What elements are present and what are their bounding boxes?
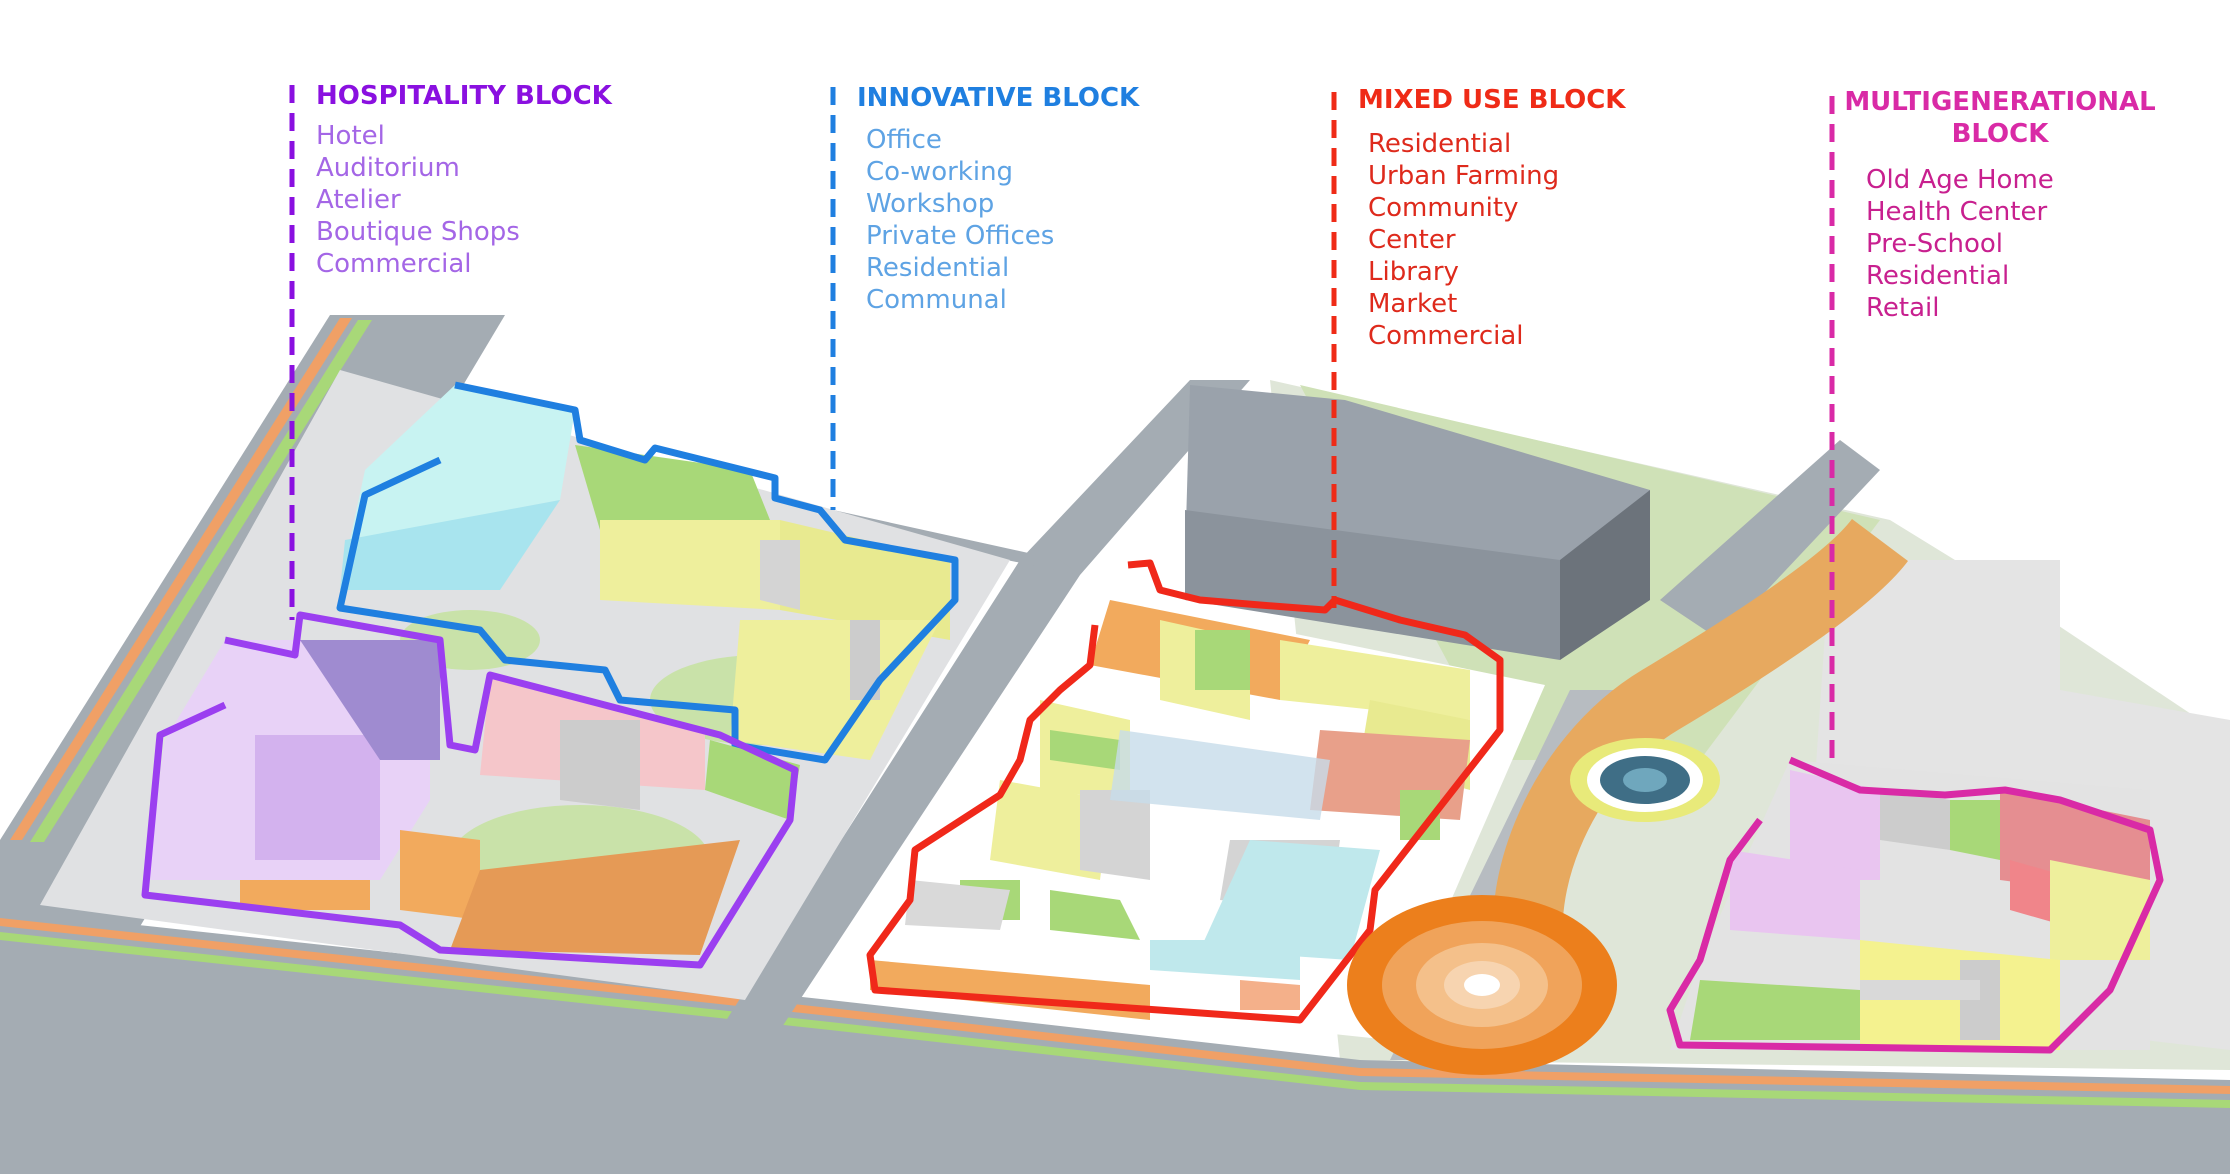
hospitality-label: HOSPITALITY BLOCK Hotel Auditorium Ateli… <box>316 80 612 280</box>
hospitality-item: Auditorium <box>316 153 460 183</box>
innovative-item: Office <box>866 125 942 155</box>
innovative-item: Co-working <box>866 157 1014 187</box>
mixed-use-item: Commercial <box>1368 321 1524 351</box>
mixed-use-block-outline <box>866 559 1504 1024</box>
innovative-item: Communal <box>866 285 1007 315</box>
multigenerational-title: MULTIGENERATIONAL BLOCK <box>1844 87 2156 149</box>
multigenerational-item: Health Center <box>1866 197 2048 227</box>
hospitality-item: Atelier <box>316 185 401 215</box>
innovative-block-massing <box>336 381 959 764</box>
multigenerational-item: Retail <box>1866 293 1940 323</box>
hospitality-item: Hotel <box>316 121 385 151</box>
mixed-use-label: MIXED USE BLOCK Residential Urban Farmin… <box>1358 84 1625 352</box>
hospitality-items: Hotel Auditorium Atelier Boutique Shops … <box>316 120 612 280</box>
mixed-use-item: Library <box>1368 257 1459 287</box>
multigenerational-item: Pre-School <box>1866 229 2004 259</box>
innovative-item: Private Offices <box>866 221 1055 251</box>
mixed-use-item: Community <box>1368 193 1519 223</box>
innovative-items: Office Co-working Workshop Private Offic… <box>866 124 1139 316</box>
hospitality-block-outline <box>141 611 799 969</box>
multigenerational-block-massing <box>1666 756 2164 1054</box>
multigenerational-item: Old Age Home <box>1866 165 2054 195</box>
multigenerational-block-outline <box>1666 756 2164 1054</box>
hospitality-title: HOSPITALITY BLOCK <box>316 81 612 111</box>
mixed-use-items: Residential Urban Farming Community Cent… <box>1368 128 1625 352</box>
hospitality-block-massing <box>141 611 800 969</box>
mixed-use-item: Residential <box>1368 129 1512 159</box>
mixed-use-item: Center <box>1368 225 1456 255</box>
mixed-use-item: Market <box>1368 289 1458 319</box>
mixed-use-title: MIXED USE BLOCK <box>1358 85 1626 115</box>
existing-building <box>1185 385 1650 660</box>
label-leaders <box>289 85 1835 760</box>
innovative-label: INNOVATIVE BLOCK Office Co-working Works… <box>857 82 1139 316</box>
multigenerational-items: Old Age Home Health Center Pre-School Re… <box>1866 164 2170 324</box>
innovative-item: Residential <box>866 253 1010 283</box>
multigenerational-item: Residential <box>1866 261 2010 291</box>
innovative-item: Workshop <box>866 189 995 219</box>
innovative-title: INNOVATIVE BLOCK <box>857 83 1140 113</box>
multigenerational-label: MULTIGENERATIONAL BLOCK Old Age Home Hea… <box>1830 86 2170 324</box>
innovative-block-outline <box>336 381 959 764</box>
hospitality-item: Commercial <box>316 249 472 279</box>
hospitality-item: Boutique Shops <box>316 217 520 247</box>
mixed-use-item: Urban Farming <box>1368 161 1560 191</box>
